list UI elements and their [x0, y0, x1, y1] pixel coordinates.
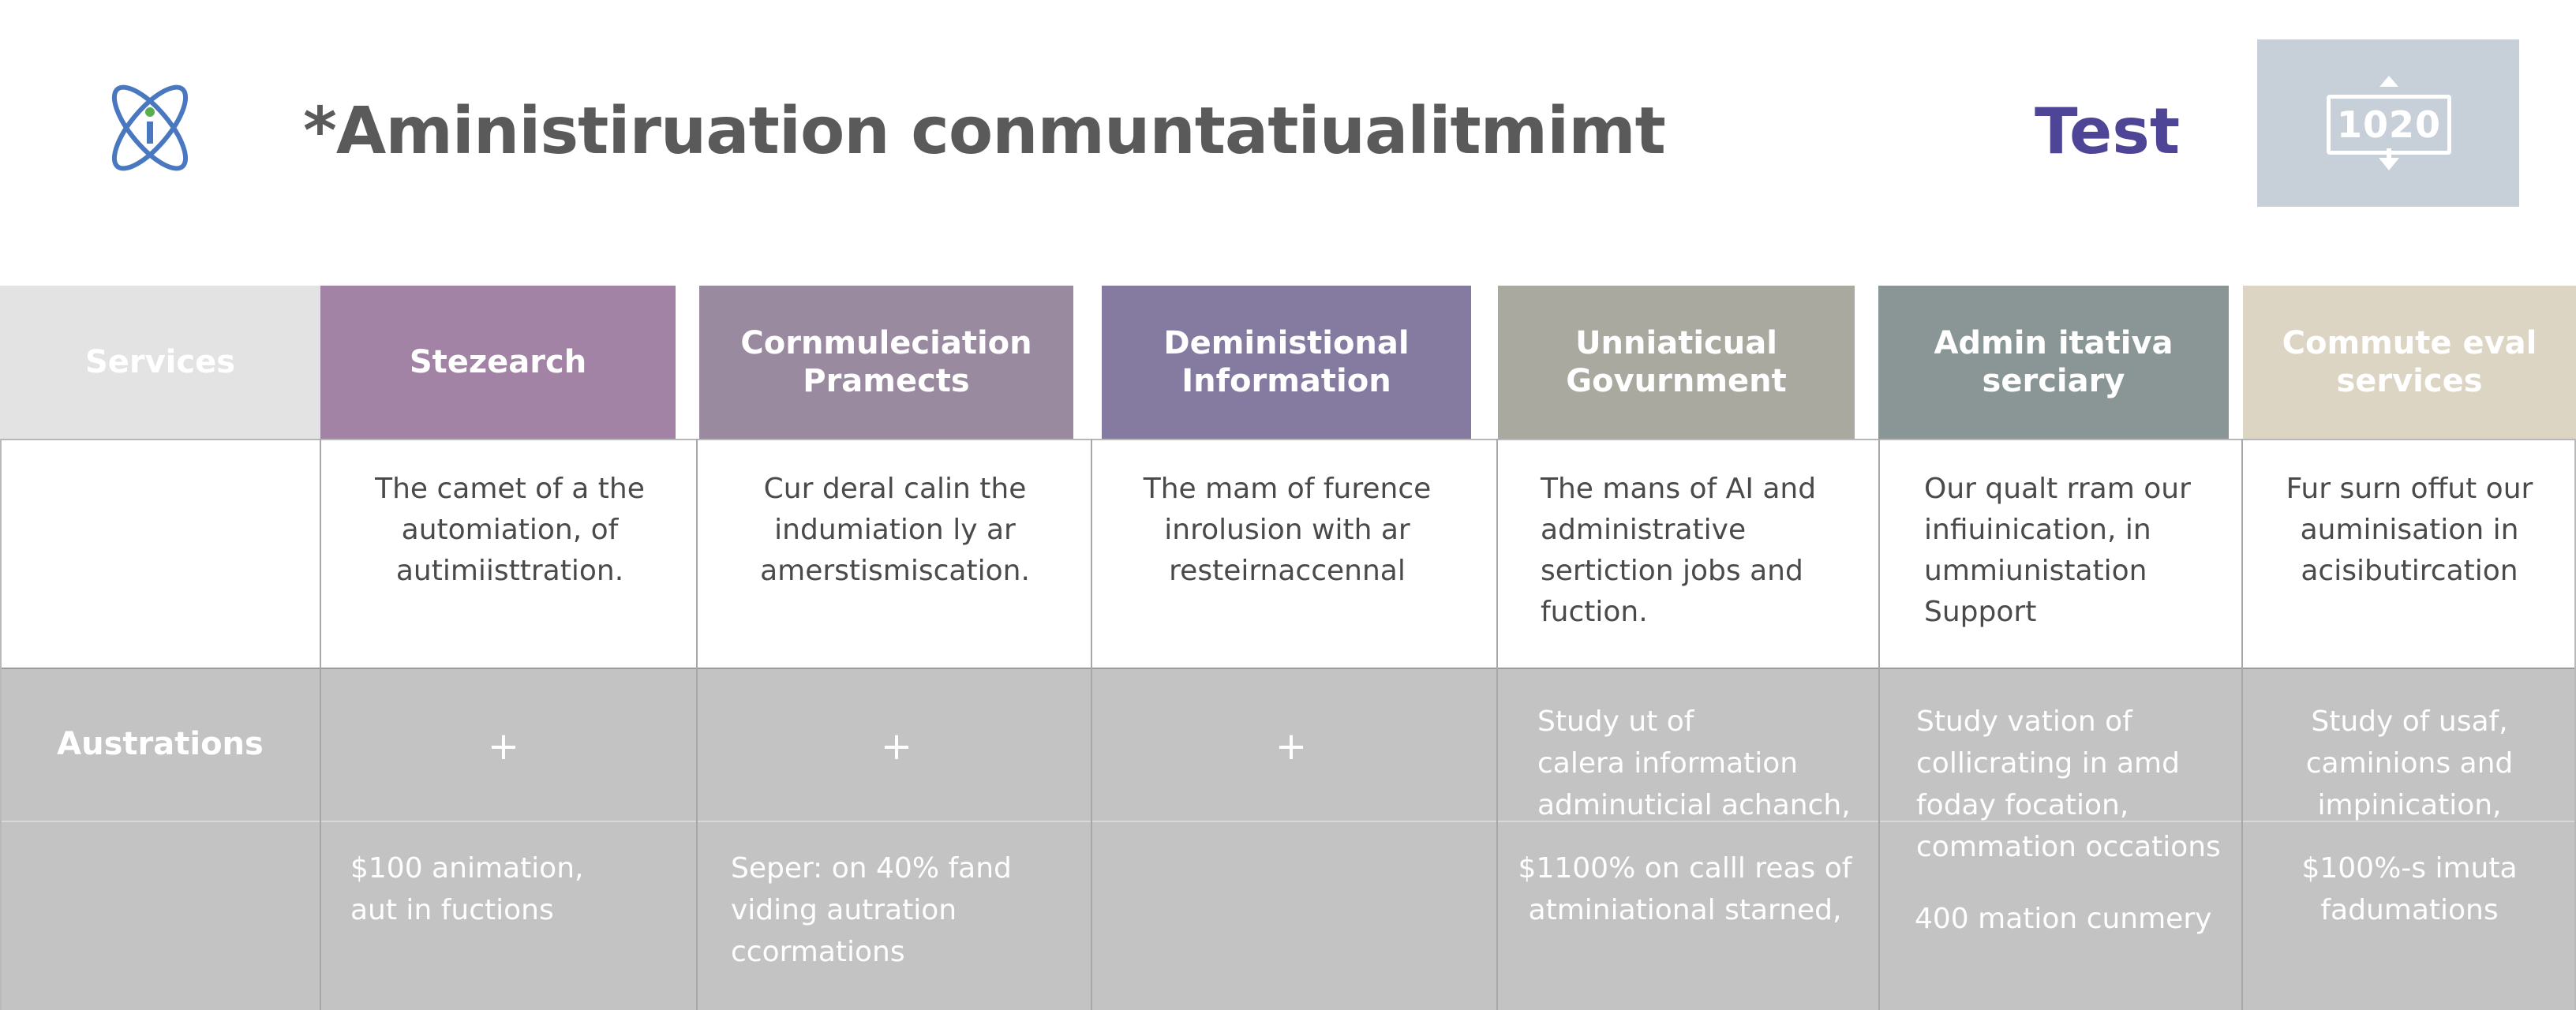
table-cell: The camet of a the automiation, of autim…: [375, 473, 645, 587]
add-icon[interactable]: +: [880, 724, 913, 769]
header: *Aministiruation conmuntatiualitmimt Tes…: [0, 0, 2576, 286]
table-cell: Fur surn offut our auminisation in acisi…: [2286, 473, 2533, 587]
add-icon[interactable]: +: [487, 724, 520, 769]
table-cell: Study of usaf, caminions and impinicatio…: [2305, 705, 2514, 821]
column-header-admin-itativa[interactable]: Admin itativa serciary: [1878, 286, 2229, 439]
table-cell: $100%-s imuta fadumations: [2301, 852, 2518, 926]
column-header-commute-eval[interactable]: Commute eval services: [2243, 286, 2576, 439]
add-icon[interactable]: +: [1275, 724, 1308, 769]
table-cell: Cur deral calin the indumiation ly ar am…: [760, 473, 1030, 587]
table-cell: Study vation of collicrating in amd foda…: [1916, 705, 2221, 863]
column-divider: [1496, 439, 1498, 1010]
description-row: The camet of a the automiation, of autim…: [0, 439, 2576, 669]
column-header-services: Services: [0, 286, 320, 439]
column-header-cornmuleciation[interactable]: Cornmuleciation Pramects: [699, 286, 1073, 439]
table-cell: Study ut of calera information adminutic…: [1537, 705, 1851, 821]
table-border: [0, 439, 2, 1010]
column-divider: [320, 439, 321, 1010]
badge-frame: 1020: [2327, 95, 2451, 155]
page-title: *Aministiruation conmuntatiualitmimt: [303, 94, 1666, 169]
row-divider: [0, 821, 2576, 822]
counter-download-icon: 1020: [2327, 76, 2451, 170]
table-cell: $100 animation, aut in fuctions: [350, 852, 584, 926]
austrations-section: Austrations + + + Study ut of calera inf…: [0, 669, 2576, 1010]
column-header-deministional[interactable]: Deministional Information: [1102, 286, 1471, 439]
atom-logo-icon: [111, 84, 189, 171]
table-cell: Seper: on 40% fand viding autration ccor…: [731, 852, 1012, 968]
table-cell: The mam of furence inrolusion with ar re…: [1143, 473, 1432, 587]
column-header-stezearch[interactable]: Stezearch: [320, 286, 676, 439]
badge-number: 1020: [2336, 103, 2442, 146]
row-label-austrations: Austrations: [57, 726, 264, 762]
column-divider: [1878, 439, 1880, 1010]
test-link[interactable]: Test: [2035, 95, 2181, 168]
table-cell: 400 mation cunmery: [1915, 903, 2212, 935]
column-divider: [696, 439, 698, 1010]
table-cell: The mans of AI and administrative sertic…: [1541, 473, 1817, 628]
counter-badge[interactable]: 1020: [2257, 39, 2519, 207]
column-divider: [1091, 439, 1092, 1010]
table-cell: $1100% on calll reas of atminiational st…: [1518, 852, 1852, 926]
column-divider: [2241, 439, 2243, 1010]
table-cell: Our qualt rram our infiuinication, in um…: [1924, 473, 2191, 628]
services-table: Services Stezearch Cornmuleciation Prame…: [0, 286, 2576, 1010]
column-header-unniaticual[interactable]: Unniaticual Govurnment: [1498, 286, 1855, 439]
table-border: [2574, 439, 2576, 1010]
